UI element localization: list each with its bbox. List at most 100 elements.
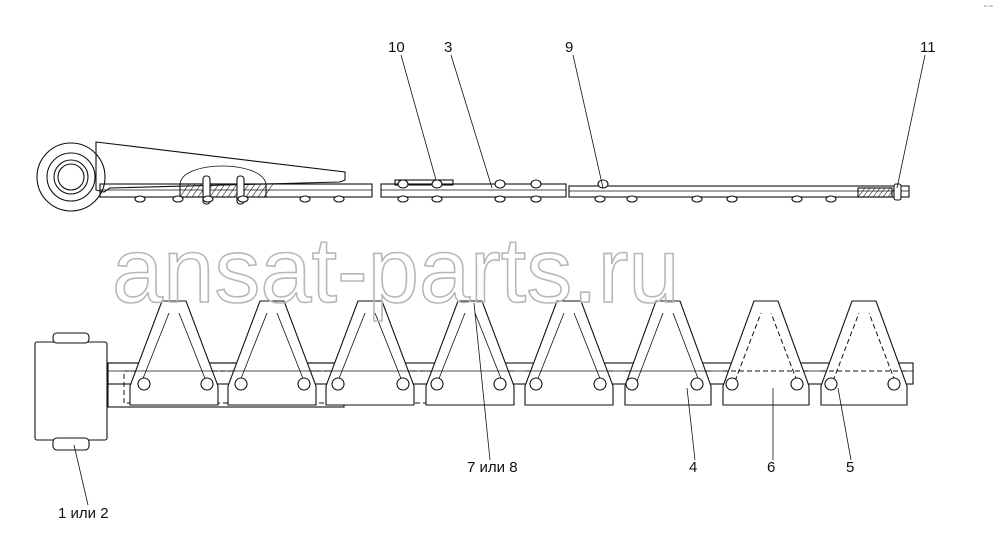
side-view	[36, 141, 910, 212]
bolt-hole	[824, 377, 838, 391]
plan-view	[34, 300, 914, 451]
bolt-hole	[137, 377, 151, 391]
bolt-hole	[493, 377, 507, 391]
hatch-line	[867, 187, 876, 198]
rivet-head	[626, 195, 638, 203]
section-bevel-right	[573, 312, 602, 382]
knife-section	[227, 300, 317, 406]
rivet-head	[825, 195, 837, 203]
section-bevel-left	[734, 312, 762, 382]
bolt-hole	[593, 377, 607, 391]
rivet-head	[237, 195, 249, 203]
section-bevel-right	[276, 312, 305, 382]
rivet-head	[791, 195, 803, 203]
knife-head-block	[34, 341, 108, 441]
bolt-hole	[430, 377, 444, 391]
bolt-hole	[331, 377, 345, 391]
rivet-head	[494, 195, 506, 203]
hatched-end	[857, 187, 893, 198]
section-bevel-left	[337, 312, 366, 382]
section-bevel-left	[536, 312, 565, 382]
leader-lines	[73, 54, 926, 506]
rivet-head-top	[494, 179, 506, 189]
hatch-line	[179, 183, 190, 198]
rivet-head	[530, 195, 542, 203]
bolt-hole	[297, 377, 311, 391]
hatch-line	[862, 187, 871, 198]
knife-section	[325, 300, 415, 406]
knife-section	[425, 300, 515, 406]
bar-segment-3	[568, 185, 910, 198]
knife-head-eye-outer	[36, 142, 106, 212]
section-bevel-right	[178, 312, 207, 382]
hatch-lines-end	[857, 187, 896, 198]
rivet-head-top	[397, 179, 409, 189]
rivet-head	[202, 195, 214, 203]
corner-mark: ²⁶ ⁰⁰⁶	[984, 4, 993, 9]
section-bevel-right	[672, 312, 700, 382]
knife-head-pin-top	[52, 332, 90, 344]
section-bevel-right	[474, 312, 503, 382]
rivet-head	[333, 195, 345, 203]
bolt-hole	[625, 377, 639, 391]
bolt-hole	[200, 377, 214, 391]
bar-plate-10	[394, 179, 454, 186]
rivet-head	[299, 195, 311, 203]
hatch-lines	[179, 183, 274, 198]
knife-section	[722, 300, 810, 406]
knife-sections	[129, 300, 908, 406]
bolt-hole	[790, 377, 804, 391]
knife-head-pin-bottom	[52, 437, 90, 451]
callout-11: 11	[920, 39, 936, 56]
knife-head-wedge	[95, 141, 346, 193]
hatch-line	[257, 183, 268, 198]
rivet-head	[172, 195, 184, 203]
hatch-line	[185, 183, 196, 198]
callout-10: 10	[388, 39, 405, 56]
bolt-hole	[887, 377, 901, 391]
hatch-line	[221, 183, 232, 198]
callout-labels: 10 3 9 11 7 или 8 4 6 5 1 или 2	[58, 39, 936, 522]
callout-7-or-8: 7 или 8	[467, 459, 518, 476]
bolt-hole	[690, 377, 704, 391]
knife-head-eye-bore	[57, 163, 85, 191]
knife-head-eye-inner	[53, 159, 89, 195]
bolt-holes	[137, 377, 901, 391]
rivet-head	[134, 195, 146, 203]
callout-4: 4	[689, 459, 697, 476]
bolt-hole	[725, 377, 739, 391]
knife-section	[129, 300, 219, 406]
bolt-hole	[234, 377, 248, 391]
section-bevel-left	[437, 312, 466, 382]
callout-1-or-2: 1 или 2	[58, 505, 109, 522]
section-bevel-right	[868, 312, 896, 382]
hatch-line	[251, 183, 262, 198]
knife-section	[820, 300, 908, 406]
hatch-line	[227, 183, 238, 198]
bar-segment-2	[380, 183, 567, 198]
callout-6: 6	[767, 459, 775, 476]
rivet-head	[431, 195, 443, 203]
rivet-head	[397, 195, 409, 203]
rivet-head	[726, 195, 738, 203]
hatch-line	[215, 183, 226, 198]
rivet-head-top	[530, 179, 542, 189]
knife-head-eye-mid	[46, 152, 96, 202]
hatch-line	[209, 183, 220, 198]
hatch-line	[877, 187, 886, 198]
rivet-cutout-arc	[179, 165, 267, 185]
rivet-head	[594, 195, 606, 203]
section-bevel-right	[374, 312, 403, 382]
section-bevel-left	[636, 312, 664, 382]
hatch-line	[245, 183, 256, 198]
knife-section	[624, 300, 712, 406]
hatch-line	[857, 187, 866, 198]
callout-9: 9	[565, 39, 573, 56]
knife-section	[524, 300, 614, 406]
hatched-section	[179, 183, 267, 198]
side-rivet-heads	[134, 179, 837, 203]
callout-5: 5	[846, 459, 854, 476]
watermark-text: ansat-parts.ru	[112, 220, 680, 322]
bolt-hole	[529, 377, 543, 391]
